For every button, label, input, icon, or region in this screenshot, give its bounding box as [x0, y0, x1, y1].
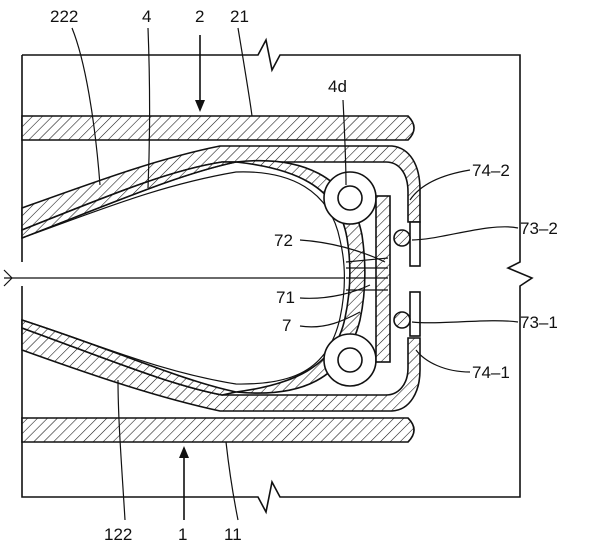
inner-bulb [235, 159, 366, 394]
contact-74-2 [409, 221, 421, 267]
label-74-2: 74–2 [472, 161, 510, 180]
label-1: 1 [178, 525, 187, 544]
sensor-73-1 [393, 311, 411, 329]
label-222: 222 [50, 7, 78, 26]
label-21: 21 [230, 7, 249, 26]
leader-lines [71, 27, 519, 521]
label-73-1: 73–1 [520, 313, 558, 332]
label-71: 71 [276, 288, 295, 307]
upper-roller [323, 171, 377, 225]
label-122: 122 [104, 525, 132, 544]
label-7: 7 [282, 316, 291, 335]
label-4d: 4d [328, 77, 347, 96]
lower-roller [323, 333, 377, 387]
label-4: 4 [142, 7, 151, 26]
clamp-plate [375, 195, 391, 363]
label-11: 11 [224, 525, 242, 544]
label-72: 72 [274, 231, 293, 250]
upper-plate [21, 115, 415, 141]
contact-74-1 [409, 291, 421, 337]
sensor-73-2 [393, 229, 411, 247]
label-2: 2 [195, 7, 204, 26]
label-74-1: 74–1 [472, 363, 510, 382]
wires [345, 257, 389, 291]
label-73-2: 73–2 [520, 219, 558, 238]
lower-plate [21, 417, 415, 443]
